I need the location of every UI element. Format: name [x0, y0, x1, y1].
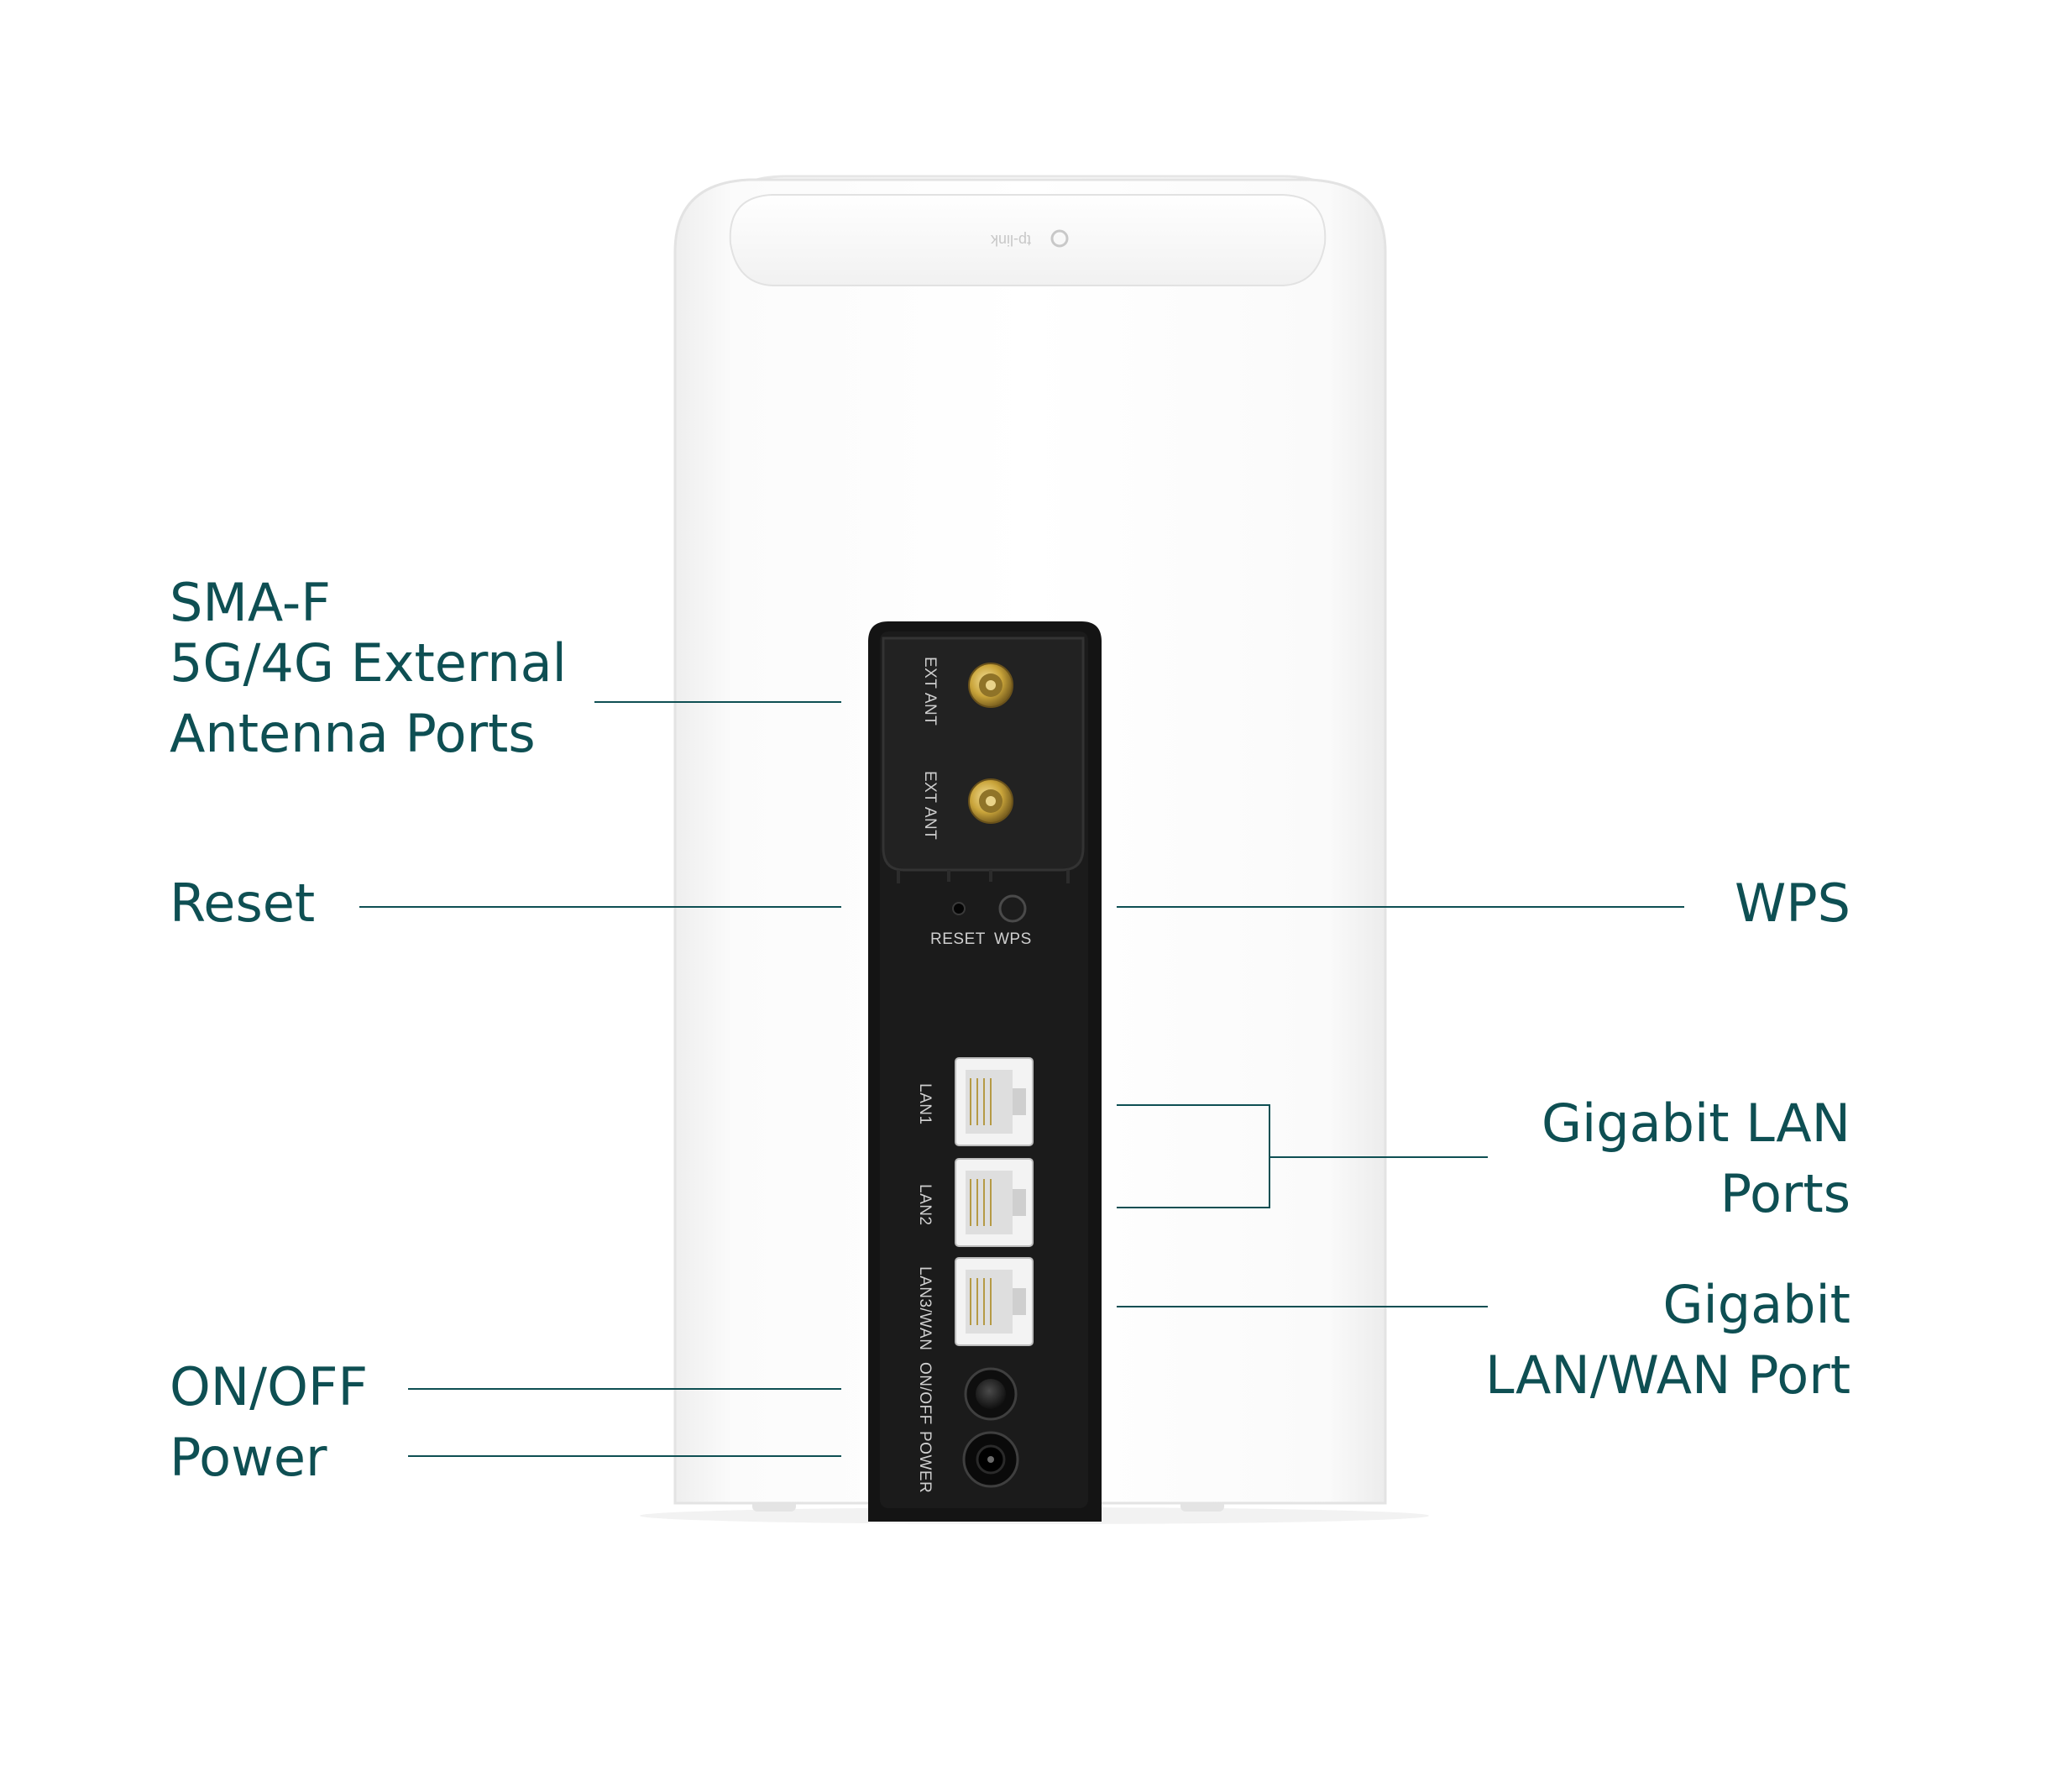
antenna-callout-line-2: 5G/4G External [170, 632, 567, 694]
ext-ant-label-2: EXT ANT [921, 771, 939, 840]
gigabit-lan-wan-line-2: LAN/WAN Port [1485, 1344, 1850, 1406]
wps-callout: WPS [1735, 868, 1850, 939]
gigabit-lan-callout: Gigabit LAN Ports [1542, 1088, 1850, 1229]
power-callout: Power [170, 1423, 327, 1493]
lan-port-1: LAN1 [916, 1057, 1034, 1146]
power-callout-text: Power [170, 1427, 327, 1488]
wps-button: WPS [994, 894, 1032, 948]
antenna-port-1: EXT ANT [921, 657, 1013, 726]
reset-label: RESET [930, 930, 986, 948]
on-off-label: ON/OFF [916, 1362, 934, 1425]
gigabit-lan-wan-callout: Gigabit LAN/WAN Port [1485, 1270, 1850, 1411]
gigabit-lan-wan-line-1: Gigabit [1662, 1274, 1850, 1335]
wps-label: WPS [994, 930, 1032, 948]
gigabit-lan-line-2: Ports [1720, 1163, 1850, 1224]
on-off-callout: ON/OFF [170, 1352, 368, 1423]
lan-wan-port: LAN3/WAN [916, 1257, 1034, 1350]
antenna-callout-line-3: Antenna Ports [170, 703, 536, 764]
wps-callout-text: WPS [1734, 872, 1850, 934]
reset-callout-text: Reset [170, 872, 316, 934]
power-jack: POWER [916, 1431, 1019, 1493]
antenna-callout-line-1: SMA-F [170, 572, 331, 633]
reset-callout: Reset [170, 868, 315, 939]
antenna-port-2: EXT ANT [921, 771, 1013, 840]
logo-text: tp-link [990, 232, 1031, 249]
lan-port-2: LAN2 [916, 1158, 1034, 1247]
leader-lines [359, 701, 1684, 1457]
lan3-wan-label: LAN3/WAN [916, 1266, 934, 1350]
ext-ant-label-1: EXT ANT [921, 657, 939, 726]
on-off-callout-text: ON/OFF [170, 1356, 369, 1417]
on-off-switch: ON/OFF [916, 1362, 1018, 1425]
lan1-label: LAN1 [916, 1083, 934, 1125]
gigabit-lan-line-1: Gigabit LAN [1542, 1092, 1850, 1154]
antenna-ports-callout: SMA-F 5G/4G External Antenna Ports [170, 568, 567, 769]
reset-hole: RESET [930, 902, 986, 948]
tp-link-logo-icon: tp-link [990, 229, 1069, 249]
power-label: POWER [916, 1431, 934, 1493]
lan2-label: LAN2 [916, 1184, 934, 1226]
lan-bracket-line [1117, 1104, 1488, 1208]
